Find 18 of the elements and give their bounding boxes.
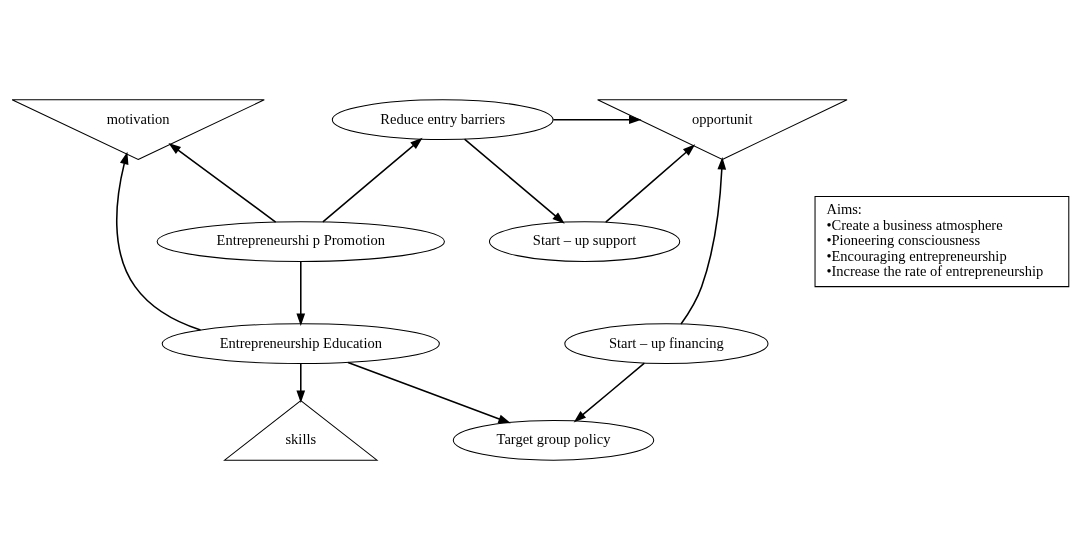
arrow — [573, 361, 646, 422]
arrow — [347, 361, 511, 423]
arrow — [463, 137, 565, 224]
node-ellipse: Start – up financing — [564, 322, 769, 364]
arrow — [680, 156, 727, 325]
node-ellipse: Entrepreneurship Education — [161, 322, 440, 364]
node-ellipse: Target group policy — [452, 419, 655, 461]
arrow — [116, 151, 202, 331]
node-ellipse: Reduce entry barriers — [331, 98, 554, 140]
node-ellipse: Start – up support — [488, 220, 681, 262]
arrow — [296, 362, 306, 403]
node-box: Aims: •Create a business atmosphere •Pioneering consciousness •Encouraging entrepreneurship •Increase the rate of entrepreneurship — [814, 195, 1070, 287]
node-ellipse: Entrepreneurshi p Promotion — [156, 220, 445, 262]
arrow — [552, 114, 642, 124]
arrow — [605, 143, 696, 223]
arrow — [296, 260, 306, 326]
arrow — [168, 142, 277, 223]
arrow — [322, 137, 423, 223]
